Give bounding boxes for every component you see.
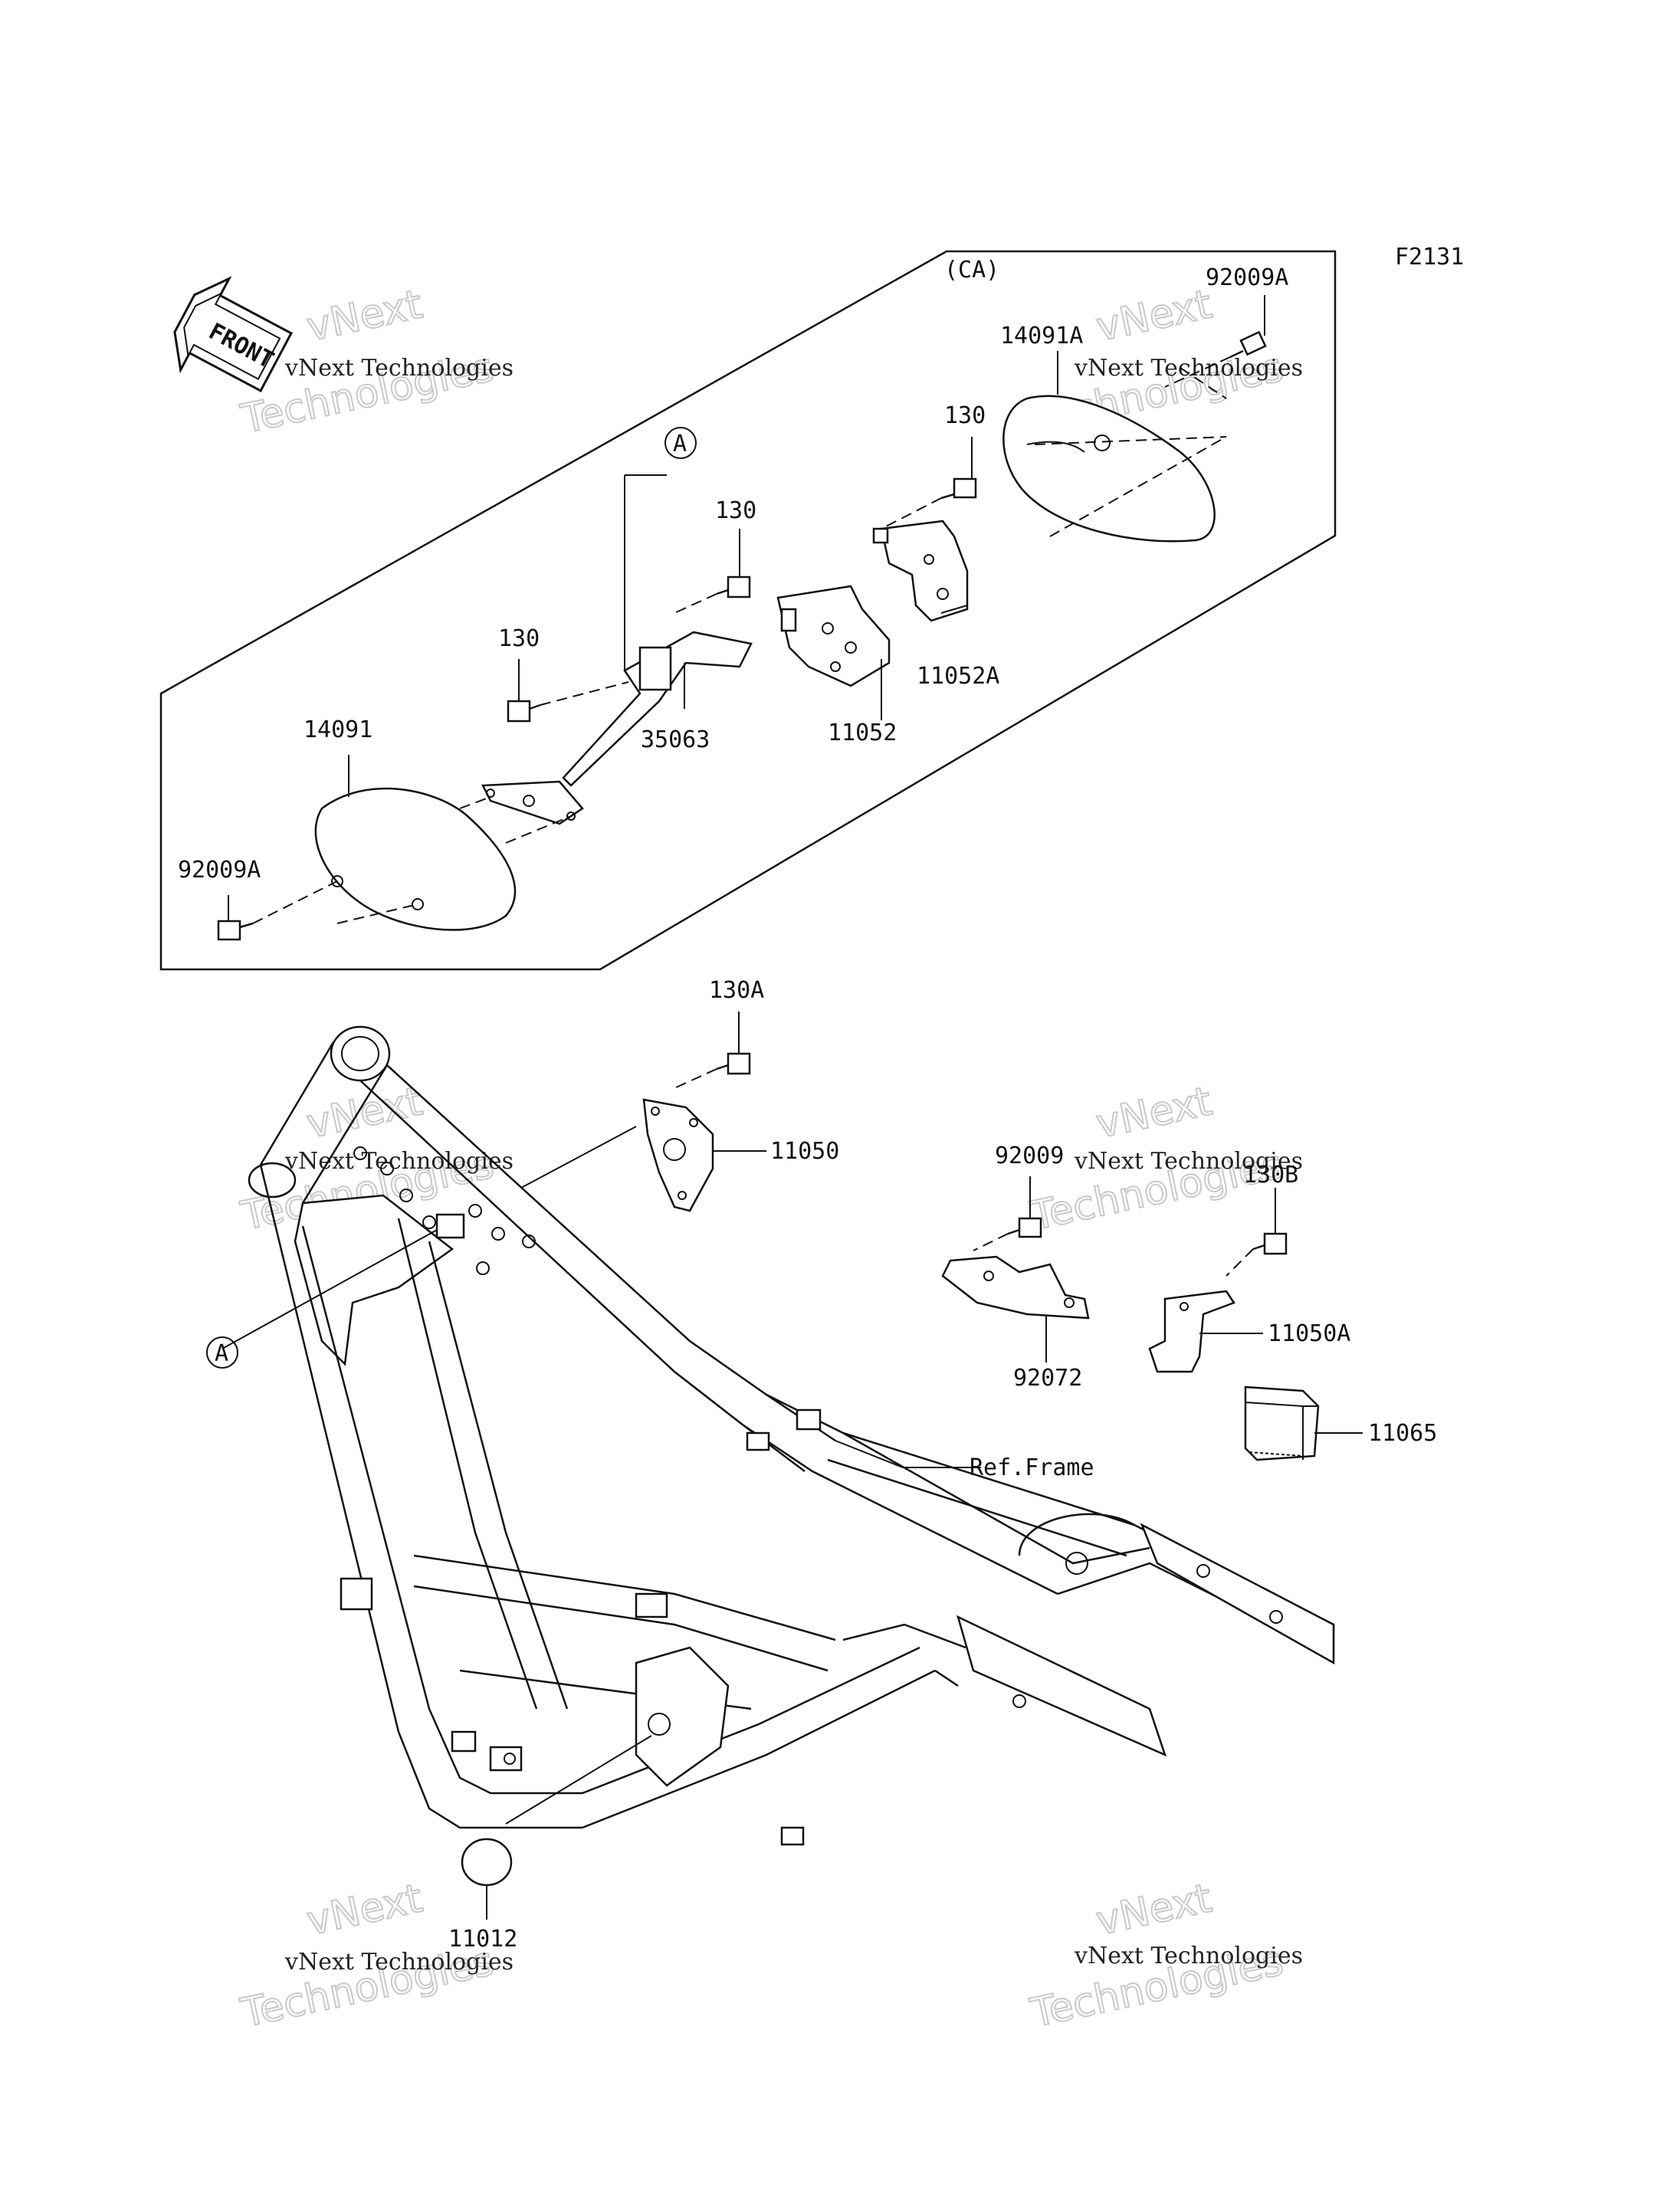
label-14091A: 14091A <box>1000 323 1083 349</box>
watermark-small: vNext Technologies <box>1074 355 1303 382</box>
bracket-11052A <box>872 520 969 622</box>
motorcycle-frame <box>248 1025 1335 1846</box>
watermark-big-1: vNext <box>1092 1078 1216 1147</box>
label-11052: 11052 <box>828 720 897 746</box>
label-130-right: 130 <box>944 402 986 429</box>
watermark-small: vNext Technologies <box>284 355 514 382</box>
ref-marker-text: A <box>215 1340 228 1367</box>
watermark-bottom-left: vNext Technologies vNext Technologies <box>236 1874 514 2037</box>
watermark-top-left: vNext Technologies vNext Technologies <box>236 280 514 443</box>
bracket-11050 <box>642 1098 766 1212</box>
bolt-92009A-top <box>1229 330 1267 359</box>
label-14091: 14091 <box>304 716 372 743</box>
label-11050: 11050 <box>770 1138 839 1165</box>
bolt-92009 <box>973 1176 1042 1251</box>
label-11012: 11012 <box>448 1926 517 1953</box>
ca-region-outline <box>159 250 1337 971</box>
label-92009A-top: 92009A <box>1206 264 1288 291</box>
ref-marker-A-top: A <box>664 427 697 459</box>
bolt-130-left <box>507 700 541 723</box>
label-11052A: 11052A <box>917 663 999 690</box>
label-92072: 92072 <box>1013 1365 1082 1392</box>
watermark-mid-right: vNext Technologies vNext Technologies <box>1025 1077 1303 1240</box>
bracket-11052 <box>776 585 891 687</box>
label-11050A: 11050A <box>1268 1320 1350 1347</box>
ref-marker-A-lower: A <box>206 1336 238 1369</box>
bracket-35063 <box>481 631 753 825</box>
module-11065 <box>1244 1385 1363 1461</box>
bracket-11050A <box>1148 1290 1263 1373</box>
label-11065: 11065 <box>1368 1420 1437 1447</box>
label-130B: 130B <box>1243 1162 1298 1189</box>
watermark-big-1: vNext <box>303 281 426 350</box>
bolt-130B <box>1226 1188 1288 1277</box>
watermark-bottom-right: vNext Technologies vNext Technologies <box>1025 1874 1303 2037</box>
watermark-small: vNext Technologies <box>1074 1148 1303 1175</box>
label-35063: 35063 <box>641 726 710 753</box>
ref-frame-label: Ref.Frame <box>970 1454 1094 1481</box>
label-92009: 92009 <box>995 1143 1064 1169</box>
watermark-small: vNext Technologies <box>284 1949 514 1976</box>
front-arrow-icon: FRONT <box>173 276 294 392</box>
bolt-130-middle <box>716 575 751 598</box>
label-92009A-bottom: 92009A <box>178 857 261 884</box>
bolt-130-right <box>940 477 977 500</box>
cover-14091A <box>1002 395 1216 543</box>
frame-leader-lines <box>221 1126 981 1920</box>
watermark-small: vNext Technologies <box>1074 1943 1303 1969</box>
watermark-big-1: vNext <box>1092 281 1216 350</box>
ref-marker-text: A <box>673 431 687 457</box>
label-130-left: 130 <box>498 625 540 652</box>
label-130A: 130A <box>709 977 764 1004</box>
bolt-92009A-bottom <box>217 920 254 941</box>
region-label: (CA) <box>944 257 999 284</box>
label-130-middle: 130 <box>715 497 756 524</box>
plug-11012 <box>461 1838 513 1887</box>
watermark-big-1: vNext <box>303 1078 426 1147</box>
cover-14091 <box>314 787 517 931</box>
ca-leader-lines <box>228 295 1265 924</box>
bracket-92072 <box>941 1255 1090 1362</box>
figure-code: F2131 <box>1395 244 1464 271</box>
watermark-big-1: vNext <box>1092 1875 1216 1944</box>
bolt-130A <box>674 1012 751 1089</box>
watermark-small: vNext Technologies <box>284 1148 514 1175</box>
watermark-big-1: vNext <box>303 1875 426 1944</box>
